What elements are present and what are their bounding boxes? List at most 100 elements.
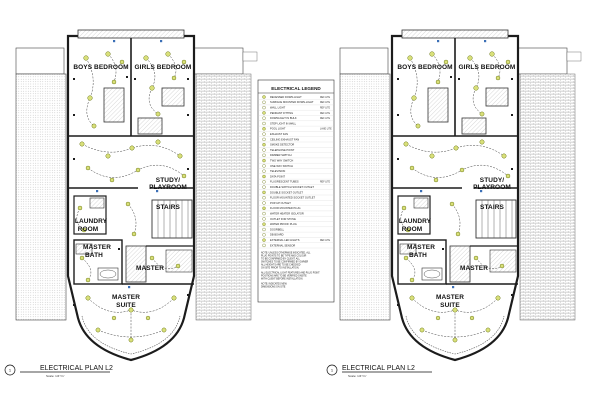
legend-label: FLOOR MOUNTED PLUG	[270, 206, 301, 210]
room-label-boys-bedroom: BOYS BEDROOM	[397, 64, 452, 71]
legend-symbol-icon	[262, 158, 266, 163]
room-label-master-suite-1: MASTER	[112, 294, 140, 301]
legend-symbol-icon	[262, 185, 266, 189]
plan-number-right: 1	[331, 368, 334, 373]
legend-label: TELEPHONE POINT	[270, 148, 295, 152]
legend-note-line: ALL ELECTRICAL LIGHT FEATURES AND PLUG P…	[261, 272, 320, 275]
legend-code: REF LITE	[320, 240, 331, 242]
legend-symbol-icon	[262, 100, 266, 105]
legend-row: TWO WAY SWITCH	[258, 159, 334, 164]
plan-title-text-left: ELECTRICAL PLAN L2	[40, 365, 113, 372]
legend-symbol-icon	[262, 243, 266, 248]
room-label-laundry: LAUNDRY	[399, 218, 432, 225]
room-label-playroom: PLAYROOM	[473, 184, 511, 191]
legend-label: POOL LIGHT	[270, 127, 286, 131]
room-label-boys-bedroom: BOYS BEDROOM	[73, 64, 128, 71]
legend-symbol-icon	[262, 201, 266, 205]
legend-symbol-icon	[262, 174, 266, 179]
legend-row: TELEVISION	[258, 169, 334, 174]
legend-label: EXTERNAL SENSOR	[270, 243, 295, 247]
legend-symbol-icon	[262, 121, 266, 126]
room-label-master-suite-1: MASTER	[436, 294, 464, 301]
legend-row: DB BOARD	[258, 233, 334, 238]
legend-label: EXTERNAL LED LIGHTS	[270, 238, 300, 242]
floor-plan-right: BOYS BEDROOM GIRLS BEDROOM STUDY/ PLAYRO…	[338, 28, 583, 362]
legend-symbol-icon	[262, 211, 266, 216]
legend-label: DOWNLIGHT IN BULK	[270, 116, 297, 120]
legend-label: ONE WAY SWITCH	[270, 164, 293, 168]
legend-row: SMOKE DETECTOR	[258, 143, 334, 148]
legend-label: POP-UP OUTLET	[270, 201, 291, 205]
legend-row: ONE WAY SWITCH	[258, 164, 334, 169]
room-label-master-bath-2: BATH	[85, 252, 103, 259]
room-label-study: STUDY/	[156, 177, 181, 184]
legend-note-line: TO BE CONFIRMED BY CLIENT. ALL	[261, 258, 301, 261]
plan-title-text-right: ELECTRICAL PLAN L2	[342, 365, 415, 372]
legend-row: WATER PROOF PLUG	[258, 222, 334, 227]
room-label-master: MASTER	[136, 265, 164, 272]
room-label-master-bath-1: MASTER	[83, 244, 111, 251]
room-label-laundry: LAUNDRY	[75, 218, 108, 225]
legend-symbol-icon	[262, 222, 266, 226]
legend-symbol-icon	[262, 111, 266, 115]
legend-symbol-icon	[262, 206, 266, 211]
legend-row: POP-UP OUTLET	[258, 201, 334, 206]
legend-row: CEILING EXHAUST FAN	[258, 137, 334, 143]
legend-symbol-icon	[262, 233, 266, 237]
legend-label: FLOOR MOUNTED SOCKET OUTLET	[270, 196, 315, 200]
legend-symbol-icon	[262, 217, 266, 221]
legend-symbol-icon	[262, 116, 266, 120]
plan-scale-left: Scale: 1/4"=1'	[46, 374, 65, 378]
room-label-master-suite-2: SUITE	[440, 302, 460, 309]
legend-row: EXHAUST FAN	[258, 132, 334, 137]
legend-row: DOUBLE SWITCH SOCKET OUTLET	[258, 185, 334, 190]
floor-plan-left: BOYS BEDROOM GIRLS BEDROOM STUDY/ PLAYRO…	[14, 28, 259, 362]
legend-row: RECESSED DOWN-LIGHT REF LITE	[258, 95, 334, 100]
legend-label: DIMMER SWITCH	[270, 153, 292, 157]
electrical-legend: ELECTRICAL LEGEND RECESSED DOWN-LIGHT REF…	[257, 79, 335, 303]
legend-label: WALL LIGHT	[270, 106, 286, 110]
legend-row: FLOOR MOUNTED SOCKET OUTLET	[258, 196, 334, 201]
legend-label: SMOKE DETECTOR	[270, 143, 294, 147]
legend-title: ELECTRICAL LEGEND	[271, 86, 321, 91]
legend-row: DOWNLIGHT IN BULK REF LITE	[258, 116, 334, 121]
legend-symbol-icon	[262, 164, 266, 168]
legend-row: STEP LIGHT IN WALL	[258, 121, 334, 127]
legend-note-line: WITH CLIENT BEFORE INSTALLATION.	[261, 278, 303, 281]
legend-symbol-icon	[262, 127, 266, 131]
legend-code: REF LITE	[320, 113, 331, 115]
legend-label: PENDANT FITTING	[270, 111, 293, 115]
room-label-study: STUDY/	[480, 177, 505, 184]
legend-label: TELEVISION	[270, 169, 285, 173]
legend-row: SURFACE MOUNTED DOWN-LIGHT REF LITE	[258, 100, 334, 106]
legend-label: SURFACE MOUNTED DOWN-LIGHT	[270, 100, 314, 104]
legend-label: DB BOARD	[270, 233, 284, 237]
legend-symbol-icon	[262, 105, 266, 110]
legend-code: REF LITE	[320, 97, 331, 99]
legend-row: WALL LIGHT REF LITE	[258, 106, 334, 111]
room-label-master-bath-2: BATH	[409, 252, 427, 259]
legend-notes: NOTE: UNLESS OTHERWISE INDICATED, ALLPLU…	[261, 252, 320, 289]
legend-note-line: ALL HEIGHTS ARE TO BE CHECKED	[261, 264, 301, 267]
legend-label: OUTLET FOR STOVE	[270, 217, 296, 221]
legend-symbol-icon	[262, 132, 266, 136]
plan-title-right: 1 ELECTRICAL PLAN L2 Scale: 1/4"=1'	[326, 364, 432, 378]
legend-label: RECESSED DOWN-LIGHT	[270, 95, 302, 99]
room-label-master-suite-2: SUITE	[116, 302, 136, 309]
room-label-girls-bedroom: GIRLS BEDROOM	[459, 64, 516, 71]
legend-row: EXTERNAL LED LIGHTS REF LITE	[258, 238, 334, 243]
legend-code: REF LITE	[320, 108, 331, 110]
legend-symbol-icon	[262, 142, 266, 147]
legend-symbol-icon	[262, 238, 266, 242]
legend-row: FLOOR MOUNTED PLUG	[258, 206, 334, 212]
room-label-laundry-room: ROOM	[402, 226, 423, 233]
legend-code: REF LITE	[320, 182, 331, 184]
legend-label: DATA POINT	[270, 174, 285, 178]
legend-note-line: NOTE: INDICATES NEW	[261, 283, 288, 286]
legend-symbol-icon	[262, 195, 266, 200]
legend-row: EXTERNAL SENSOR	[258, 243, 334, 249]
